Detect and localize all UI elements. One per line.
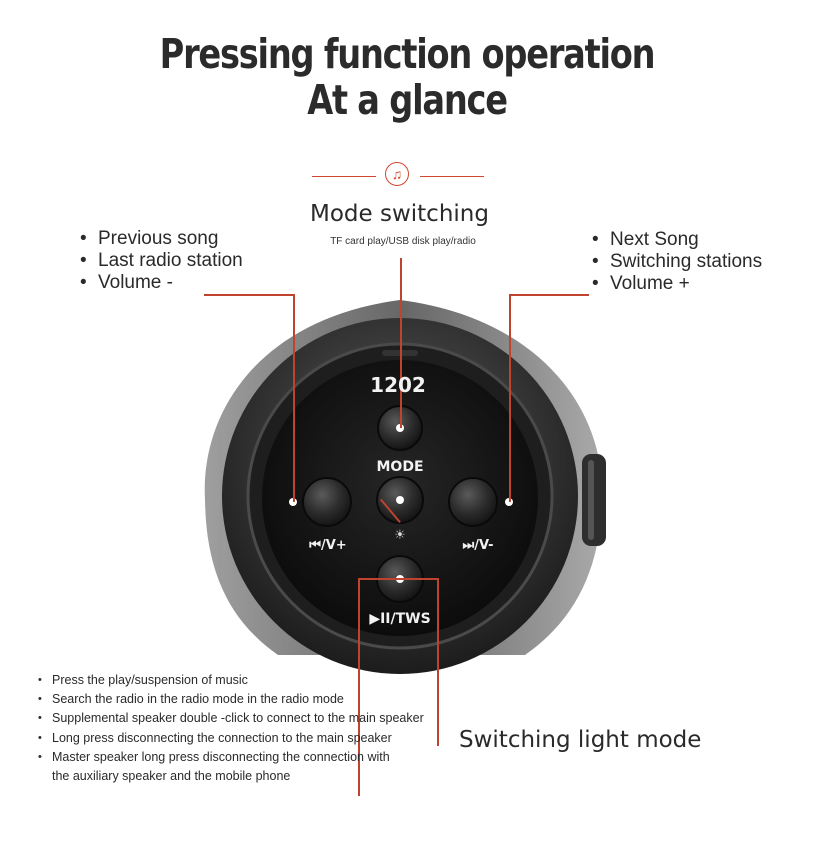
right-button-functions: Next Song Switching stations Volume +	[590, 229, 762, 295]
play-function-item: Press the play/suspension of music	[38, 671, 424, 690]
left-function-item: Previous song	[78, 228, 243, 250]
light-bulb-icon: ☀	[394, 527, 406, 542]
play-function-item-continued: the auxiliary speaker and the mobile pho…	[52, 769, 291, 784]
play-function-item: Search the radio in the radio mode in th…	[38, 690, 424, 709]
next-button	[448, 477, 498, 527]
prev-button	[302, 477, 352, 527]
leader-left-vertical	[293, 294, 295, 502]
top-button-dot	[396, 424, 404, 432]
mode-switching-subtitle: TF card play/USB disk play/radio	[330, 236, 476, 247]
play-button-functions: Press the play/suspension of music Searc…	[38, 671, 424, 786]
left-function-item: Volume -	[78, 272, 243, 294]
leader-light-vertical	[437, 578, 439, 746]
leader-left-horizontal	[204, 294, 294, 296]
leader-right-horizontal	[509, 294, 589, 296]
leader-play-horizontal	[358, 578, 400, 580]
switching-light-mode-label: Switching light mode	[459, 727, 702, 753]
model-number: 1202	[370, 373, 426, 397]
left-function-item: Last radio station	[78, 250, 243, 272]
mode-button-dot	[396, 496, 404, 504]
play-button-caption: ▶II/TWS	[369, 611, 431, 627]
prev-button-dot	[289, 498, 297, 506]
page-title-line-2: At a glance	[307, 76, 508, 124]
page-title-line-1: Pressing function operation	[159, 30, 656, 78]
prev-button-caption: ⏮/V+	[309, 538, 347, 553]
play-function-item: Supplemental speaker double -click to co…	[38, 709, 424, 728]
right-function-item: Switching stations	[590, 251, 762, 273]
right-function-item: Volume +	[590, 273, 762, 295]
leader-light-horizontal	[400, 578, 438, 580]
mode-button-caption: MODE	[376, 459, 424, 475]
next-button-caption: ⏭/V-	[462, 538, 494, 553]
divider-left	[312, 176, 376, 177]
next-button-dot	[505, 498, 513, 506]
play-function-item: Long press disconnecting the connection …	[38, 729, 424, 748]
left-button-functions: Previous song Last radio station Volume …	[78, 228, 243, 294]
speaker-strap-edge	[588, 460, 594, 540]
music-note-icon: ♫	[385, 162, 409, 186]
leader-right-vertical	[509, 294, 511, 502]
right-function-item: Next Song	[590, 229, 762, 251]
leader-mode-vertical	[400, 258, 402, 428]
divider-right	[420, 176, 484, 177]
play-function-item: Master speaker long press disconnecting …	[38, 748, 424, 767]
mode-switching-label: Mode switching	[310, 201, 489, 227]
